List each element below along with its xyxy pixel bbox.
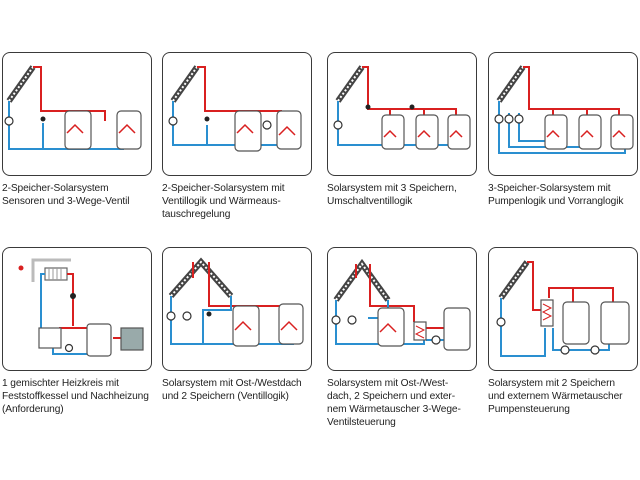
radiator-icon [44, 267, 68, 281]
pump-icon [168, 116, 178, 126]
storage-tank [116, 110, 142, 150]
solar-collector [498, 260, 530, 300]
pump-icon [560, 345, 570, 355]
pump-icon [504, 114, 514, 124]
diagram-caption: 1 gemischter Heizkreis mit Feststoffkess… [2, 378, 149, 415]
schematic-two-tank-3way-valve [4, 65, 142, 150]
solar-collector [333, 258, 391, 302]
diagram-caption: Solarsystem mit Ost-/Westdach und 2 Spei… [162, 378, 302, 402]
solid-fuel-boiler-icon [120, 327, 144, 351]
storage-tank [600, 301, 630, 345]
pump-icon [347, 315, 357, 325]
storage-tank [86, 323, 112, 357]
storage-tank [544, 114, 568, 150]
pump-icon [262, 120, 272, 130]
schematic-two-tank-heat-exchange [168, 65, 302, 152]
pump-icon [182, 311, 192, 321]
pump-icon [431, 335, 441, 345]
pump-icon [590, 345, 600, 355]
diagram-caption: Solarsystem mit 2 Speichern und externem… [488, 378, 623, 415]
pump-icon [333, 120, 343, 130]
solar-collector [170, 65, 200, 103]
schematic-three-tank-switch-valve [333, 65, 471, 150]
house-outline [31, 258, 71, 282]
diagram-panel [162, 247, 312, 371]
heat-exchanger-icon [540, 299, 554, 327]
storage-tank [234, 110, 262, 152]
diagram-panel [327, 52, 477, 176]
boiler-icon [38, 327, 62, 349]
valve-icon [206, 311, 212, 317]
pump-icon [331, 315, 341, 325]
heat-exchanger-icon [413, 321, 427, 341]
schematic-east-west-ext-heat-exchanger [331, 258, 471, 351]
diagram-caption: 2-Speicher-Solarsystem mit Ventillogik u… [162, 183, 285, 220]
valve-icon [40, 116, 46, 122]
pump-icon [166, 311, 176, 321]
storage-tank [443, 307, 471, 351]
storage-tank [562, 301, 590, 345]
diagram-panel [488, 52, 638, 176]
schematic-three-tank-pump-priority [494, 65, 634, 154]
diagram-caption: Solarsystem mit Ost-/West- dach, 2 Speic… [327, 378, 461, 428]
pump-icon [496, 317, 506, 327]
diagram-panel [162, 52, 312, 176]
diagram-caption: 3-Speicher-Solarsystem mit Pumpenlogik u… [488, 183, 624, 207]
schematic-two-tanks-ext-heat-exchanger [496, 260, 630, 357]
storage-tank [415, 114, 439, 150]
diagram-panel [2, 247, 152, 371]
pump-icon [64, 343, 74, 353]
schematic-heating-circuit-solid-fuel [18, 258, 144, 357]
valve-icon [204, 116, 210, 122]
diagram-panel [327, 247, 477, 371]
storage-tank [578, 114, 602, 150]
valve-icon [409, 104, 415, 110]
diagram-panel [2, 52, 152, 176]
diagram-panel [488, 247, 638, 371]
solar-collector [496, 65, 526, 103]
valve-icon [365, 104, 371, 110]
storage-tank [381, 114, 405, 150]
storage-tank [447, 114, 471, 150]
schematic-east-west-roof-two-tanks [166, 257, 304, 347]
pump-icon [514, 114, 524, 124]
pump-icon [494, 114, 504, 124]
solar-collector [335, 65, 365, 103]
sensor-icon [18, 265, 24, 271]
valve-icon [70, 293, 76, 299]
storage-tank [64, 110, 92, 150]
solar-collector [6, 65, 36, 103]
diagram-caption: 2-Speicher-Solarsystem Sensoren und 3-We… [2, 183, 130, 207]
pump-icon [4, 116, 14, 126]
storage-tank [610, 114, 634, 150]
diagram-caption: Solarsystem mit 3 Speichern, Umschaltven… [327, 183, 457, 207]
solar-collector [168, 257, 234, 298]
